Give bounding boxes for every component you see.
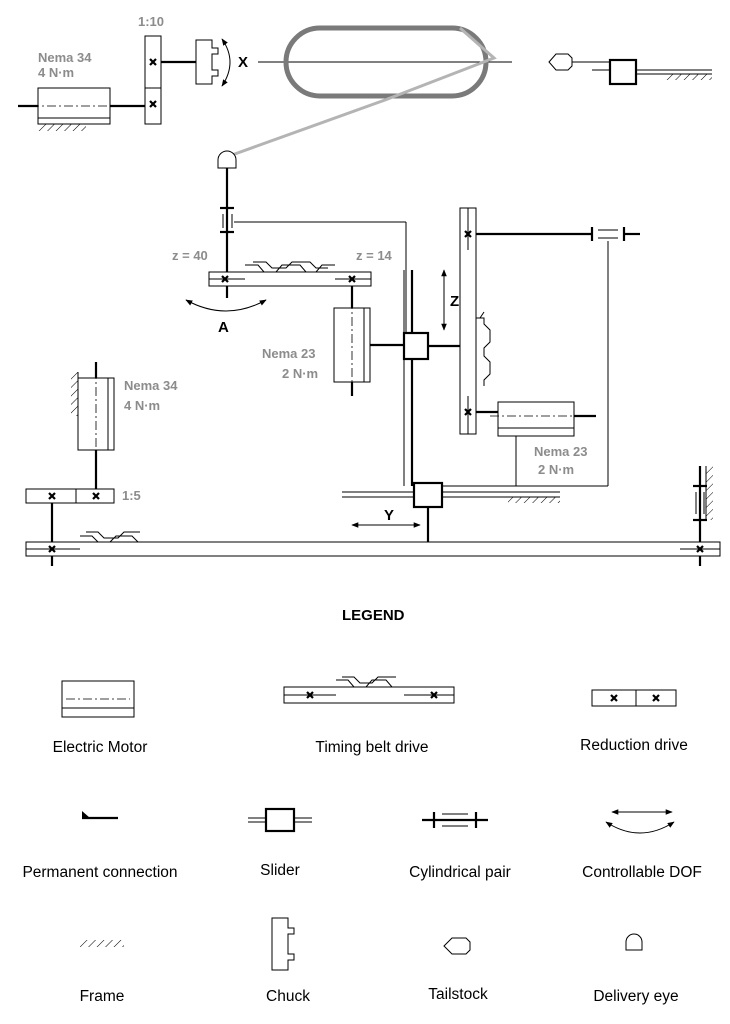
legend-label-chuck: Chuck: [266, 988, 310, 1005]
delivery-eye: [217, 150, 237, 169]
motor-y-name: Nema 34: [124, 378, 178, 393]
legend-label-delivery-eye: Delivery eye: [593, 988, 678, 1005]
chuck-icon: [271, 917, 295, 971]
reduction-drive-icon: [591, 689, 677, 707]
delivery-eye-icon: [625, 933, 643, 951]
ratio-y-label: 1:5: [122, 488, 141, 503]
controllable-dof-icon: [605, 809, 675, 834]
timing-belt-drive-icon: [283, 676, 455, 704]
x-axis-drive: Nema 34 4 N·m 1:10 X: [18, 14, 712, 157]
z-left-label: z = 40: [172, 248, 208, 263]
permanent-connection-icon: [82, 811, 118, 820]
legend-label-tailstock: Tailstock: [428, 986, 488, 1003]
legend-title: LEGEND: [342, 607, 405, 624]
axis-z-label: Z: [450, 293, 459, 310]
slider-y: [412, 481, 444, 509]
legend-label-electric-motor: Electric Motor: [53, 739, 148, 756]
motor-y-torque: 4 N·m: [124, 398, 160, 413]
motor-z-name: Nema 23: [534, 444, 587, 459]
z-axis-drive: Z Nema 23 2 N·m: [402, 207, 640, 487]
thread: [231, 26, 497, 157]
axis-y-label: Y: [384, 507, 394, 524]
motor-a-torque: 2 N·m: [282, 366, 318, 381]
slider-icon: [248, 807, 312, 833]
tailstock-icon: [443, 937, 471, 955]
motor-z-torque: 2 N·m: [538, 462, 574, 477]
motor-x-name: Nema 34: [38, 50, 92, 65]
motor-x-torque: 4 N·m: [38, 65, 74, 80]
electric-motor-icon: [61, 680, 135, 718]
legend-label-reduction-drive: Reduction drive: [580, 737, 688, 754]
frame-icon: [80, 940, 124, 947]
tailstock-x: [548, 53, 712, 86]
axis-a-label: A: [218, 319, 229, 336]
legend-label-permanent-connection: Permanent connection: [22, 864, 177, 881]
z-right-label: z = 14: [356, 248, 393, 263]
legend-label-slider: Slider: [260, 862, 300, 879]
slider-z: [402, 331, 430, 361]
ratio-x-label: 1:10: [138, 14, 164, 29]
motor-a-name: Nema 23: [262, 346, 315, 361]
chuck-x: X: [195, 38, 248, 87]
legend-label-controllable-dof: Controllable DOF: [582, 864, 702, 881]
reduction-drive-x: 1:10: [138, 14, 196, 125]
legend-label-frame: Frame: [80, 988, 125, 1005]
legend-label-timing-belt: Timing belt drive: [315, 739, 428, 756]
cylindrical-pair-icon: [422, 812, 488, 828]
y-axis-drive: Nema 34 4 N·m 1:5 Y: [25, 362, 721, 566]
motor-x: Nema 34 4 N·m: [18, 50, 145, 131]
spool: [258, 25, 512, 99]
legend-label-cylindrical-pair: Cylindrical pair: [409, 864, 511, 881]
a-axis-drive: z = 40 z = 14 A Nema 23 2 N·m: [172, 150, 407, 396]
axis-x-label: X: [238, 54, 248, 71]
